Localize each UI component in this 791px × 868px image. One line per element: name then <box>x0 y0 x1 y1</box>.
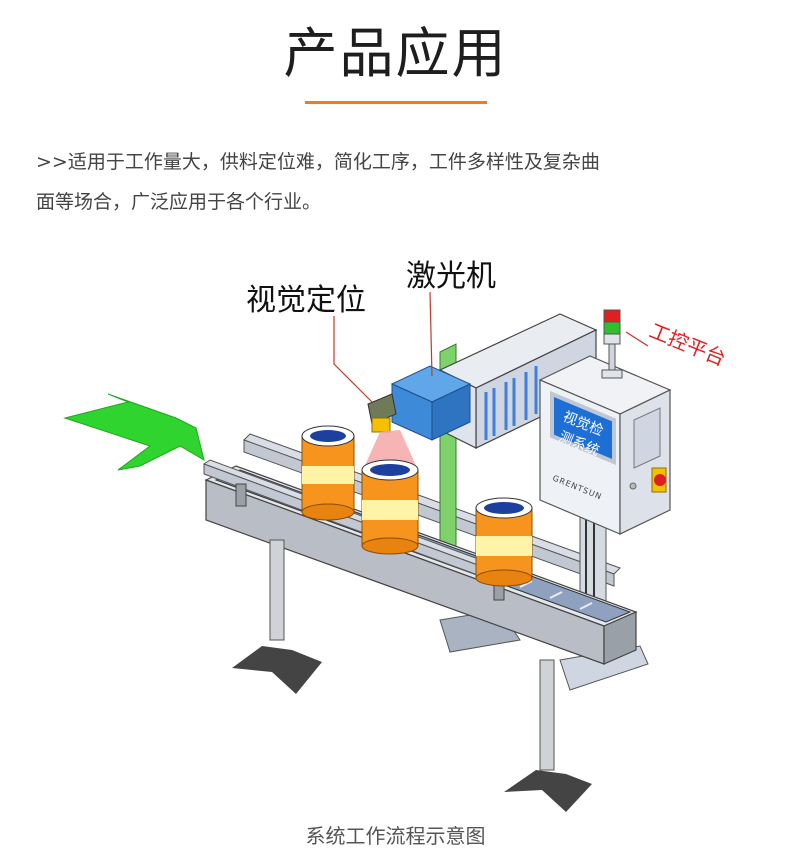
label-vision-positioning: 视觉定位 <box>246 283 366 318</box>
description-line-1: >>适用于工作量大，供料定位难，简化工序，工件多样性及复杂曲 <box>36 151 600 173</box>
description-line-2: 面等场合，广泛应用于各个行业。 <box>36 191 322 213</box>
figure-caption: 系统工作流程示意图 <box>305 824 486 848</box>
callout-line-control <box>625 331 649 347</box>
emergency-switch-icon <box>651 467 667 493</box>
signal-tower-icon <box>601 309 623 379</box>
can-3 <box>475 497 533 587</box>
can-1 <box>301 425 355 521</box>
conveyor-leg-left <box>232 539 322 694</box>
can-2 <box>361 459 419 555</box>
indicator-light-icon <box>629 482 637 490</box>
vision-camera <box>367 393 397 425</box>
label-laser-machine: 激光机 <box>406 259 496 294</box>
feed-arrow-icon <box>63 393 205 471</box>
conveyor-leg-right <box>504 659 592 812</box>
title-underline <box>305 101 487 104</box>
label-control-platform: 工控平台 <box>646 318 729 370</box>
page-title: 产品应用 <box>283 22 508 85</box>
description: >>适用于工作量大，供料定位难，简化工序，工件多样性及复杂曲 面等场合，广泛应用… <box>36 142 756 222</box>
callout-line-laser <box>429 291 433 377</box>
system-illustration: 视觉检 测系统 GRENTSUN <box>63 259 729 812</box>
control-screen <box>550 390 616 466</box>
callout-line-vision <box>333 316 373 403</box>
